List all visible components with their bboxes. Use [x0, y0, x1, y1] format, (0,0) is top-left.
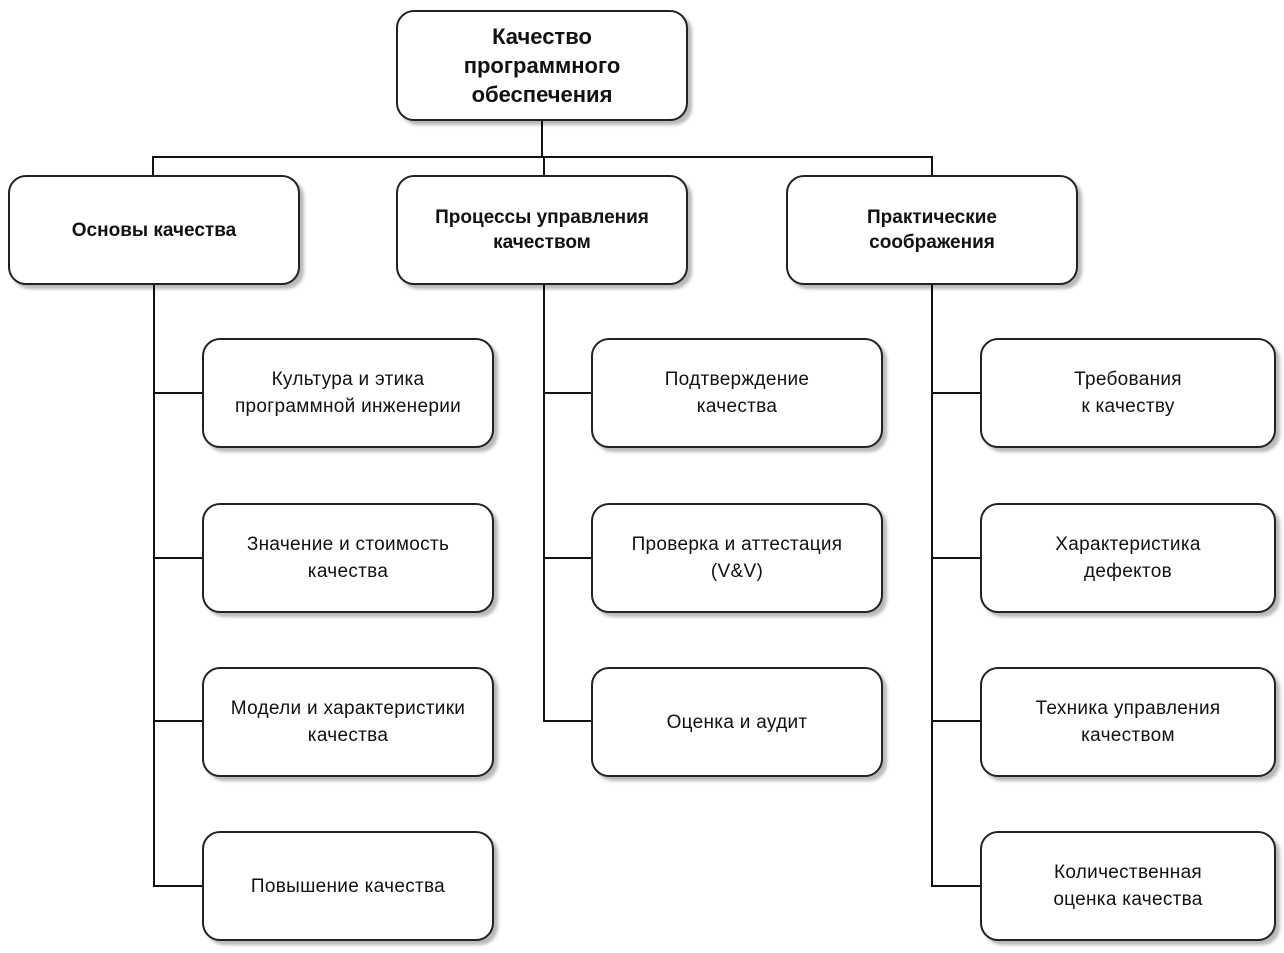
connector-branch-2-2: [543, 557, 593, 559]
connector-branch-3-1: [931, 392, 982, 394]
leaf-node-models-characteristics: Модели и характеристики качества: [202, 667, 494, 777]
leaf-label: Проверка и аттестация: [631, 534, 843, 555]
connector-branch-2-1: [543, 392, 593, 394]
leaf-label: качества: [696, 396, 778, 417]
connector-spine-cat-1: [153, 284, 155, 887]
leaf-node-quality-improvement: Повышение качества: [202, 831, 494, 941]
leaf-node-value-cost: Значение и стоимость качества: [202, 503, 494, 613]
category-node-quality-fundamentals: Основы качества: [8, 175, 300, 285]
connector-drop-cat-1: [152, 156, 154, 176]
leaf-node-quality-assurance: Подтверждение качества: [591, 338, 883, 448]
leaf-label: Подтверждение: [664, 369, 810, 390]
leaf-label: Повышение качества: [250, 875, 446, 897]
leaf-label: качества: [307, 725, 389, 746]
leaf-label: программной инженерии: [234, 396, 462, 417]
connector-branch-1-2: [153, 557, 204, 559]
connector-root-down: [541, 120, 543, 158]
connector-spine-cat-3: [931, 284, 933, 887]
connector-branch-1-4: [153, 885, 204, 887]
leaf-label: Техника управления: [1035, 698, 1221, 719]
connector-branch-1-1: [153, 392, 204, 394]
connector-branch-3-3: [931, 720, 982, 722]
leaf-label: Оценка и аудит: [666, 711, 808, 733]
category-label: качеством: [493, 232, 591, 253]
root-node: Качество программного обеспечения: [396, 10, 688, 121]
leaf-label: Культура и этика: [271, 369, 425, 390]
leaf-label: дефектов: [1084, 561, 1172, 582]
leaf-node-quality-requirements: Требования к качеству: [980, 338, 1276, 448]
leaf-label: качества: [307, 561, 389, 582]
root-node-line: Качество: [492, 24, 592, 49]
connector-drop-cat-2: [543, 156, 545, 176]
connector-branch-3-2: [931, 557, 982, 559]
connector-spine-cat-2: [543, 284, 545, 722]
connector-category-bus: [152, 156, 933, 158]
leaf-label: к качеству: [1081, 396, 1175, 417]
leaf-label: Количественная: [1053, 862, 1203, 883]
leaf-label: Требования: [1074, 369, 1182, 390]
root-node-line: программного: [463, 53, 621, 78]
category-node-practical-considerations: Практические соображения: [786, 175, 1078, 285]
leaf-node-culture-ethics: Культура и этика программной инженерии: [202, 338, 494, 448]
category-label: соображения: [869, 232, 995, 253]
leaf-node-management-techniques: Техника управления качеством: [980, 667, 1276, 777]
leaf-label: качеством: [1081, 725, 1175, 746]
connector-branch-3-4: [931, 885, 982, 887]
connector-branch-2-3: [543, 720, 593, 722]
category-label: Процессы управления: [435, 207, 649, 228]
leaf-node-reviews-audits: Оценка и аудит: [591, 667, 883, 777]
leaf-node-verification-validation: Проверка и аттестация (V&V): [591, 503, 883, 613]
leaf-node-defect-characterization: Характеристика дефектов: [980, 503, 1276, 613]
category-label: Практические: [867, 207, 997, 228]
leaf-label: оценка качества: [1053, 889, 1203, 910]
leaf-label: Модели и характеристики: [230, 698, 466, 719]
leaf-label: Значение и стоимость: [246, 534, 450, 555]
leaf-label: (V&V): [710, 561, 764, 582]
leaf-node-quality-measurement: Количественная оценка качества: [980, 831, 1276, 941]
leaf-label: Характеристика: [1055, 534, 1201, 555]
category-node-quality-management-processes: Процессы управления качеством: [396, 175, 688, 285]
category-label: Основы качества: [71, 219, 237, 241]
root-node-line: обеспечения: [471, 82, 613, 107]
connector-branch-1-3: [153, 720, 204, 722]
connector-drop-cat-3: [931, 156, 933, 176]
